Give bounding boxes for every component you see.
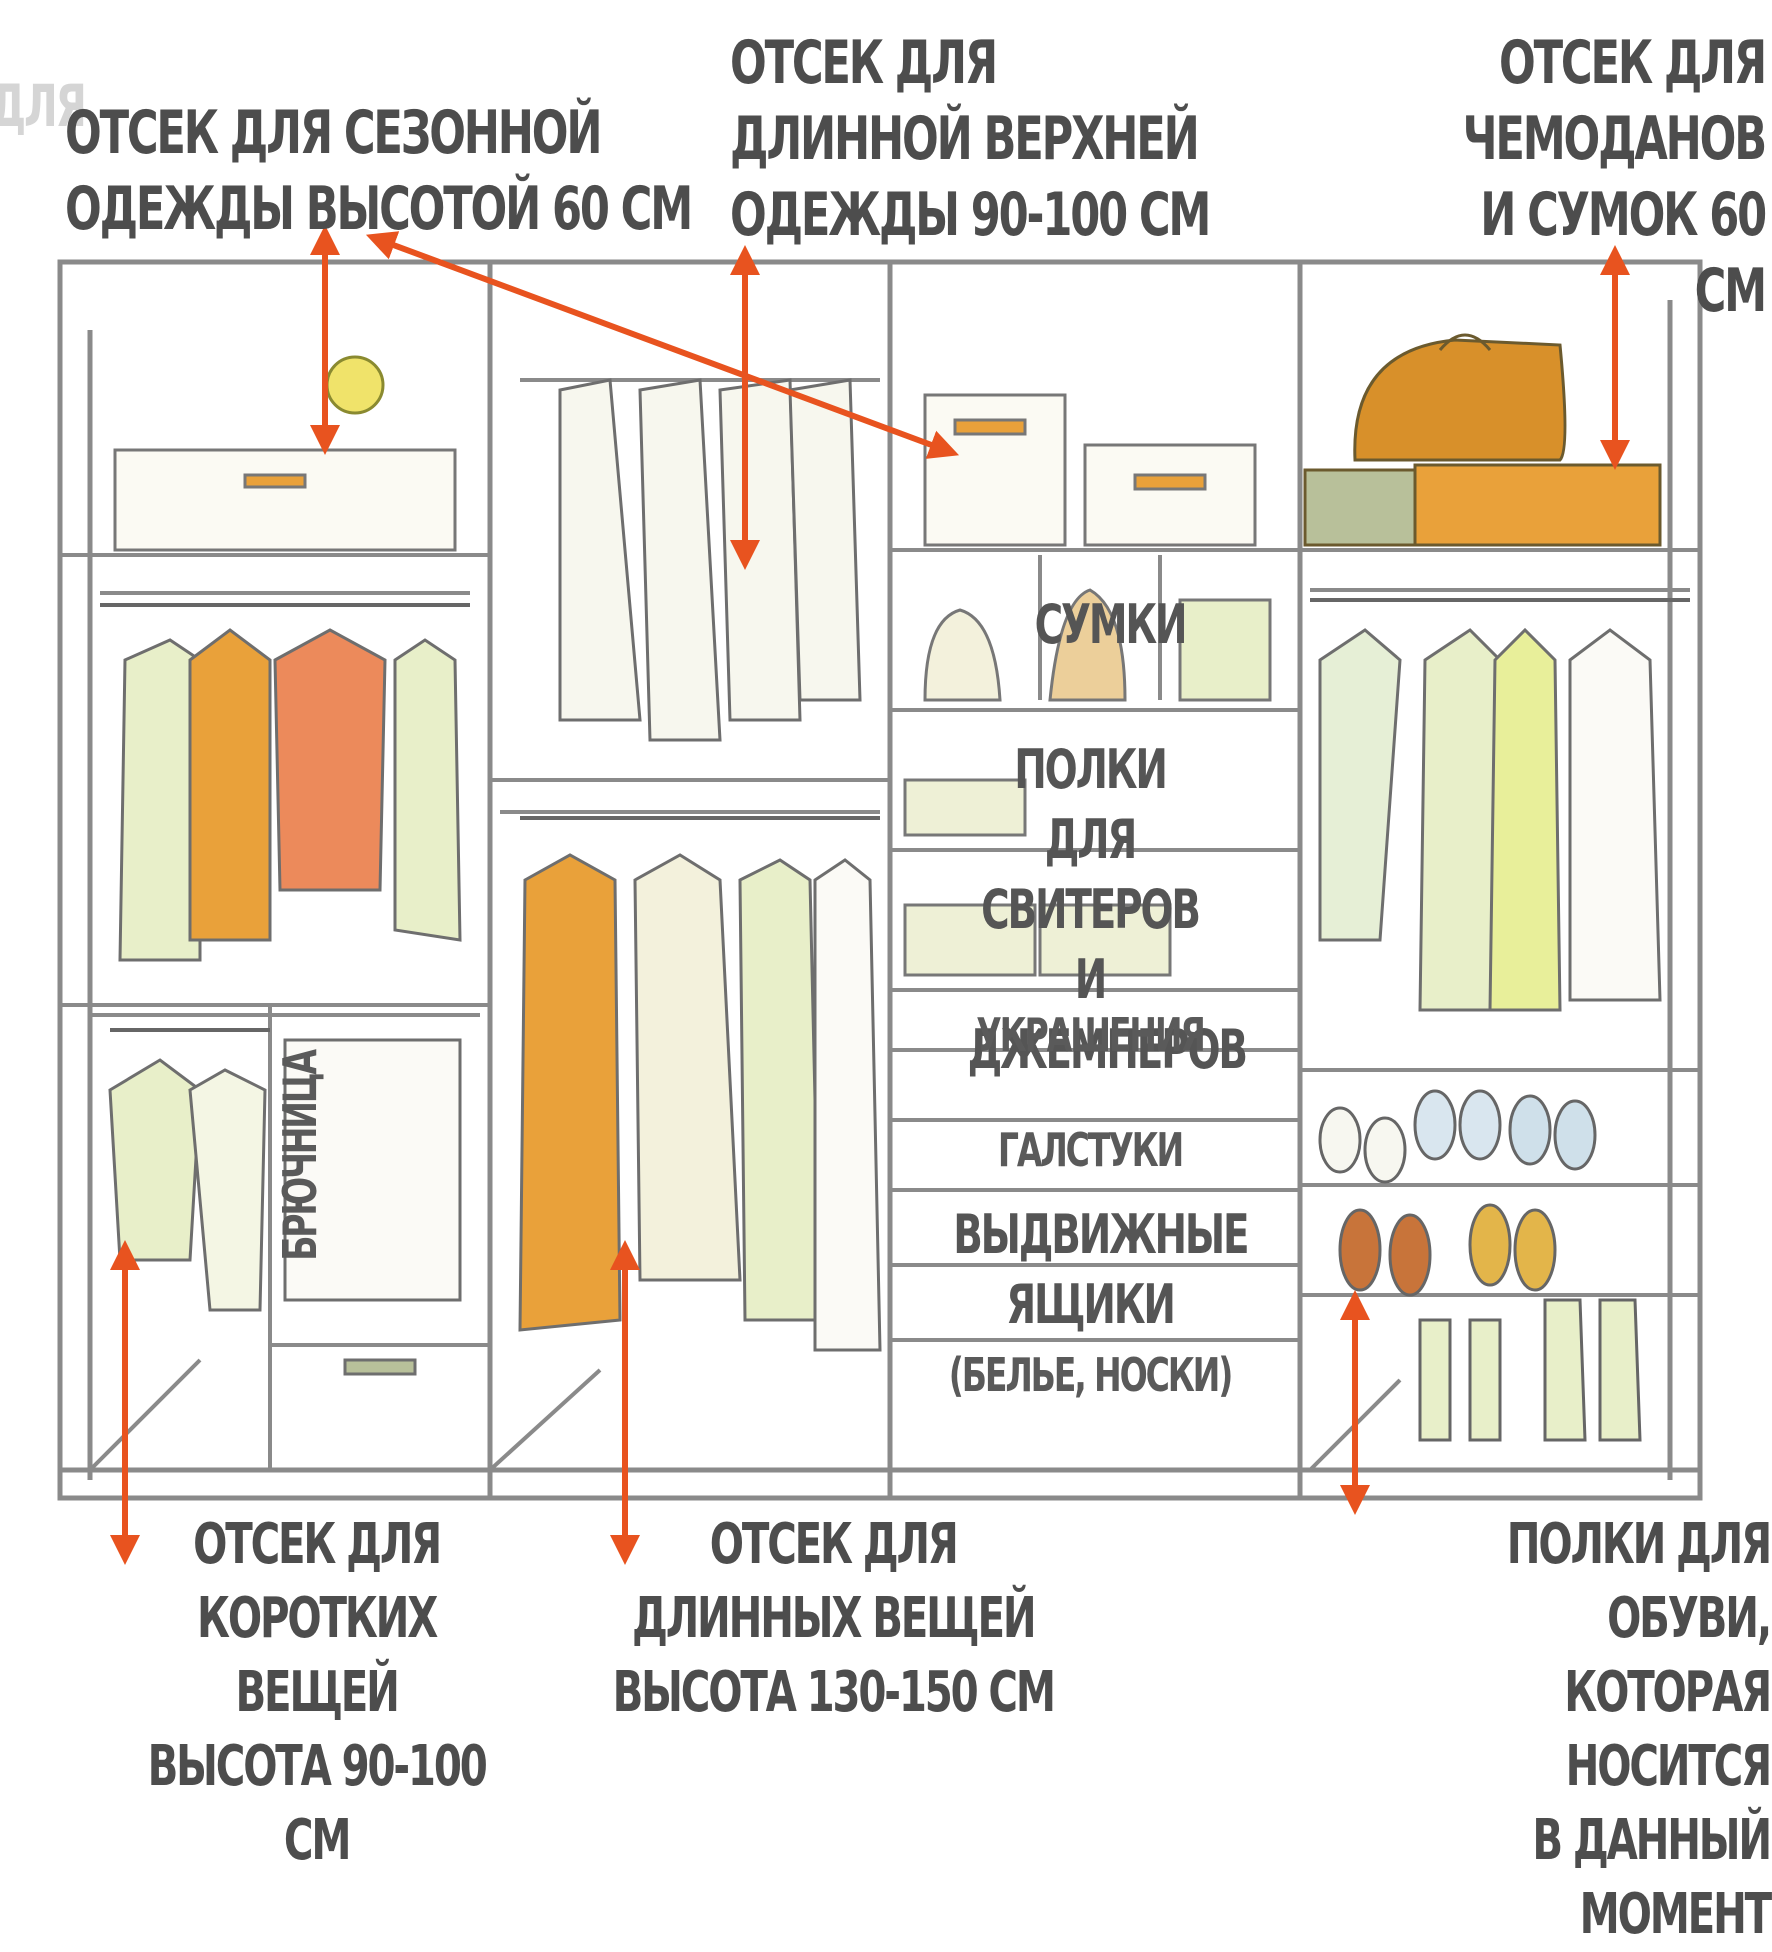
label-outerwear: ОТСЕК ДЛЯ ДЛИННОЙ ВЕРХНЕЙ ОДЕЖДЫ 90-100 … — [730, 28, 1211, 250]
handbags-graphic — [923, 588, 1272, 702]
label-drawers: ВЫДВИЖНЫЕ ЯЩИКИ — [953, 1203, 1249, 1336]
label-jewelry: УКРАШЕНИЯ — [976, 1008, 1206, 1062]
hanging-rails — [100, 598, 1690, 1032]
label-suitcases: ОТСЕК ДЛЯ ЧЕМОДАНОВ И СУМОК 60 СМ — [1462, 28, 1768, 326]
label-seasonal: ОТСЕК ДЛЯ СЕЗОННОЙ ОДЕЖДЫ ВЫСОТОЙ 60 СМ — [65, 98, 693, 244]
clothing-middle-upper — [558, 378, 862, 742]
shoes-graphic — [1318, 1089, 1642, 1442]
arrow-seasonal-pointer — [365, 231, 960, 459]
label-ties: ГАЛСТУКИ — [997, 1123, 1184, 1177]
label-shoes: ПОЛКИ ДЛЯ ОБУВИ, КОТОРАЯ НОСИТСЯ В ДАННЫ… — [1506, 1512, 1772, 1947]
label-long-items: ОТСЕК ДЛЯ ДЛИННЫХ ВЕЩЕЙ ВЫСОТА 130-150 С… — [612, 1512, 1056, 1725]
folded-sweaters-graphic — [903, 778, 1172, 977]
clothing-right — [1318, 627, 1662, 1012]
clothing-left-upper — [118, 628, 462, 962]
clothing-middle-lower — [518, 853, 882, 1352]
right-section-shelves — [1300, 548, 1700, 1472]
ball-graphic — [325, 355, 385, 415]
suitcases-graphic — [1303, 333, 1662, 547]
label-bags: СУМКИ — [1034, 593, 1188, 656]
label-trousers: БРЮЧНИЦА — [273, 1051, 327, 1261]
storage-boxes — [113, 393, 1257, 552]
label-underwear: (БЕЛЬЕ, НОСКИ) — [948, 1348, 1234, 1402]
wardrobe-illustration — [57, 225, 1703, 1565]
center-shelving — [890, 548, 1300, 1342]
label-sweaters: ПОЛКИ ДЛЯ СВИТЕРОВ И ДЖЕМПЕРОВ — [967, 738, 1248, 1081]
label-short-items: ОТСЕК ДЛЯ КОРОТКИХ ВЕЩЕЙ ВЫСОТА 90-100 С… — [147, 1512, 488, 1873]
clothing-left-lower — [108, 1038, 462, 1376]
ghost-text-left: ДЛЯ — [0, 72, 87, 140]
left-section-shelves — [60, 553, 490, 1472]
